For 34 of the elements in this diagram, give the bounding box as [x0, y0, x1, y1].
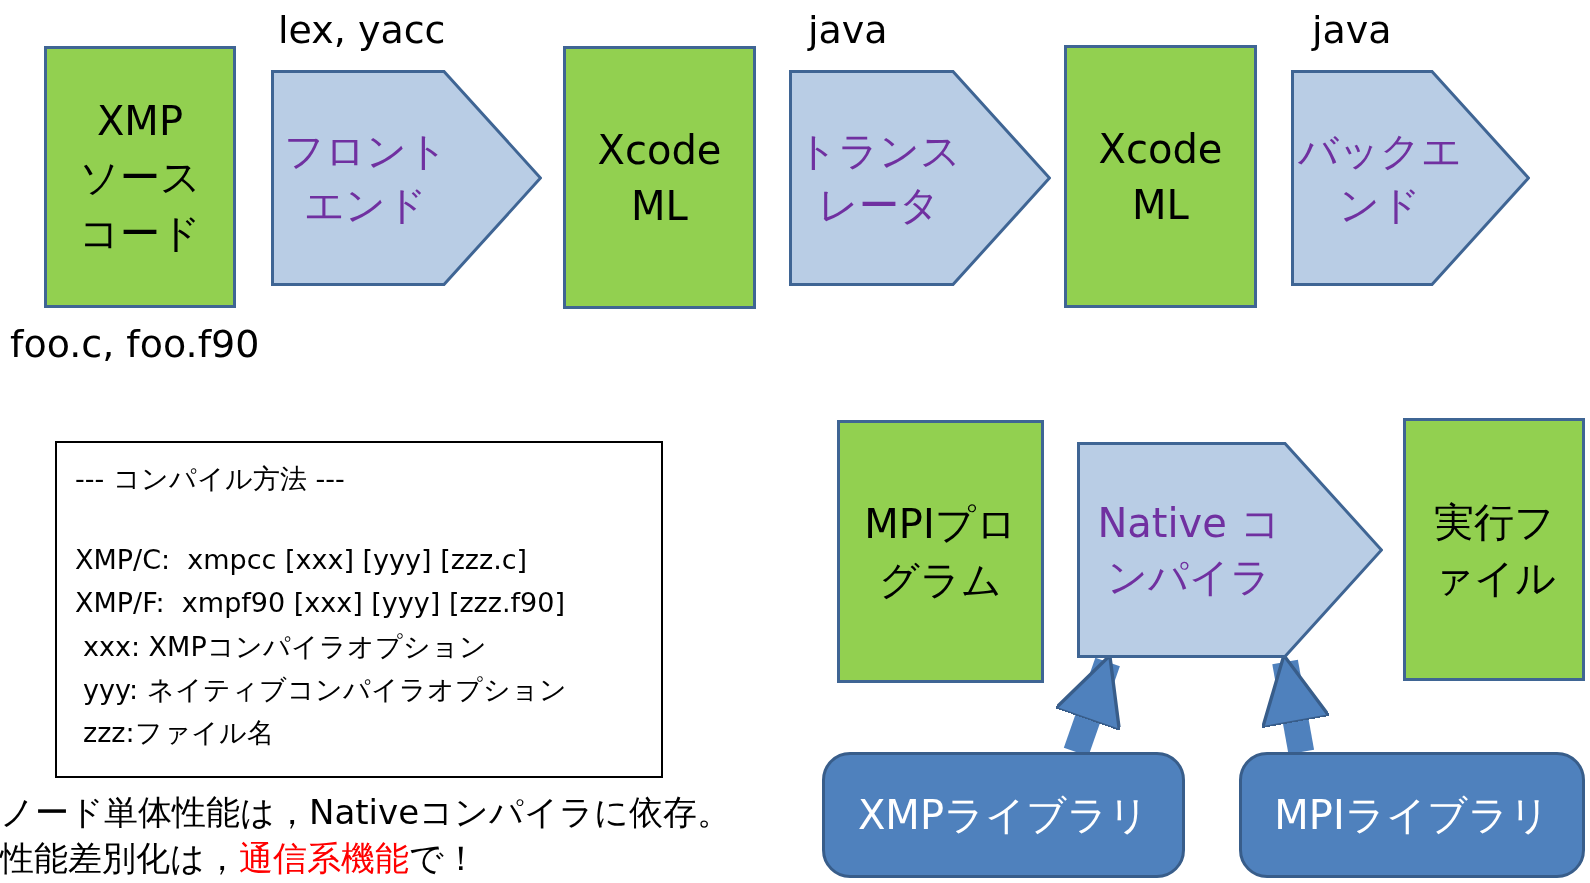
beside-label: java [808, 8, 888, 52]
note-text: zzz:ファイル名 [83, 715, 275, 750]
process-label: Native コンパイラ [1096, 499, 1282, 602]
note-text: ノード単体性能は，Nativeコンパイラに依存。 [0, 791, 732, 834]
beside-label: java [1312, 8, 1392, 52]
process-pentagon [789, 70, 1051, 286]
library-label: XMPライブラリ [857, 790, 1149, 840]
note-text: yyy: ネイティブコンパイラオプション [83, 672, 568, 707]
process-pentagon [1291, 70, 1530, 286]
note-box [55, 441, 663, 778]
note-text: xxx: XMPコンパイラオプション [83, 629, 488, 664]
process-label: フロントエンド [282, 127, 449, 230]
process-pentagon [271, 70, 542, 286]
data-box [837, 420, 1044, 683]
library-box [822, 752, 1185, 878]
process-label: バックエンド [1297, 127, 1463, 230]
library-label: MPIライブラリ [1274, 790, 1550, 840]
beside-label: foo.c, foo.f90 [10, 322, 260, 366]
box-label: XMP ソースコード [78, 97, 202, 258]
box-label: Xcode ML [1097, 124, 1224, 230]
note-text: --- コンパイル方法 --- [75, 462, 346, 496]
box-label: 実行ファイル [1431, 497, 1557, 603]
box-label: Xcode ML [596, 125, 723, 231]
box-label: MPIプログラム [863, 499, 1018, 605]
beside-label: lex, yacc [278, 8, 446, 52]
data-box [1064, 45, 1257, 308]
process-pentagon [1077, 442, 1383, 658]
note-text: XMP/F: xmpf90 [xxx] [yyy] [zzz.f90] [75, 586, 566, 621]
library-box [1239, 752, 1585, 878]
data-box [44, 46, 236, 308]
note-text: XMP/C: xmpcc [xxx] [yyy] [zzz.c] [75, 543, 529, 578]
process-label: トランスレータ [796, 127, 962, 230]
data-box [563, 46, 756, 309]
data-box [1403, 418, 1585, 681]
